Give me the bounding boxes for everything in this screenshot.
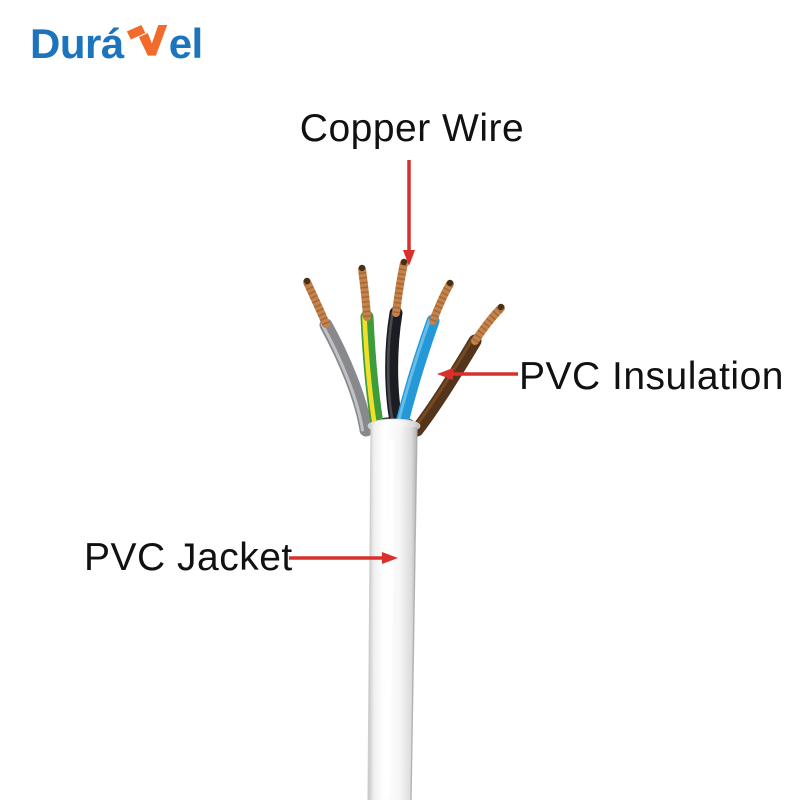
logo-text-left: Durá bbox=[30, 20, 124, 67]
arrow-head-icon bbox=[437, 368, 453, 380]
arrow-head-icon bbox=[403, 250, 415, 266]
brand-logo: Durá el bbox=[30, 22, 203, 65]
pvc-jacket-label: PVC Jacket bbox=[84, 536, 293, 579]
copper-wire-label: Copper Wire bbox=[299, 107, 525, 150]
copper-strands bbox=[358, 265, 371, 321]
pvc-jacket-arrow bbox=[289, 552, 398, 564]
cable-jacket bbox=[367, 418, 421, 800]
arrow-head-icon bbox=[382, 552, 398, 564]
pvc-insulation-label: PVC Insulation bbox=[519, 355, 784, 398]
wire-brown bbox=[410, 303, 505, 437]
copper-wire-arrow bbox=[403, 160, 415, 266]
jacket-edge-shadow bbox=[410, 427, 418, 800]
wire-blue bbox=[393, 279, 454, 437]
logo-v-icon bbox=[126, 24, 167, 56]
copper-strands bbox=[303, 278, 330, 328]
wire-green-yellow bbox=[358, 264, 385, 437]
jacket-edge-light bbox=[367, 427, 372, 800]
copper-strands bbox=[392, 259, 408, 317]
wire-gray bbox=[303, 277, 373, 437]
copper-strands bbox=[429, 280, 454, 325]
jacket-highlight bbox=[385, 439, 395, 796]
pvc-insulation-arrow bbox=[437, 368, 518, 380]
copper-strands bbox=[471, 304, 505, 345]
logo-text-right: el bbox=[168, 20, 204, 67]
